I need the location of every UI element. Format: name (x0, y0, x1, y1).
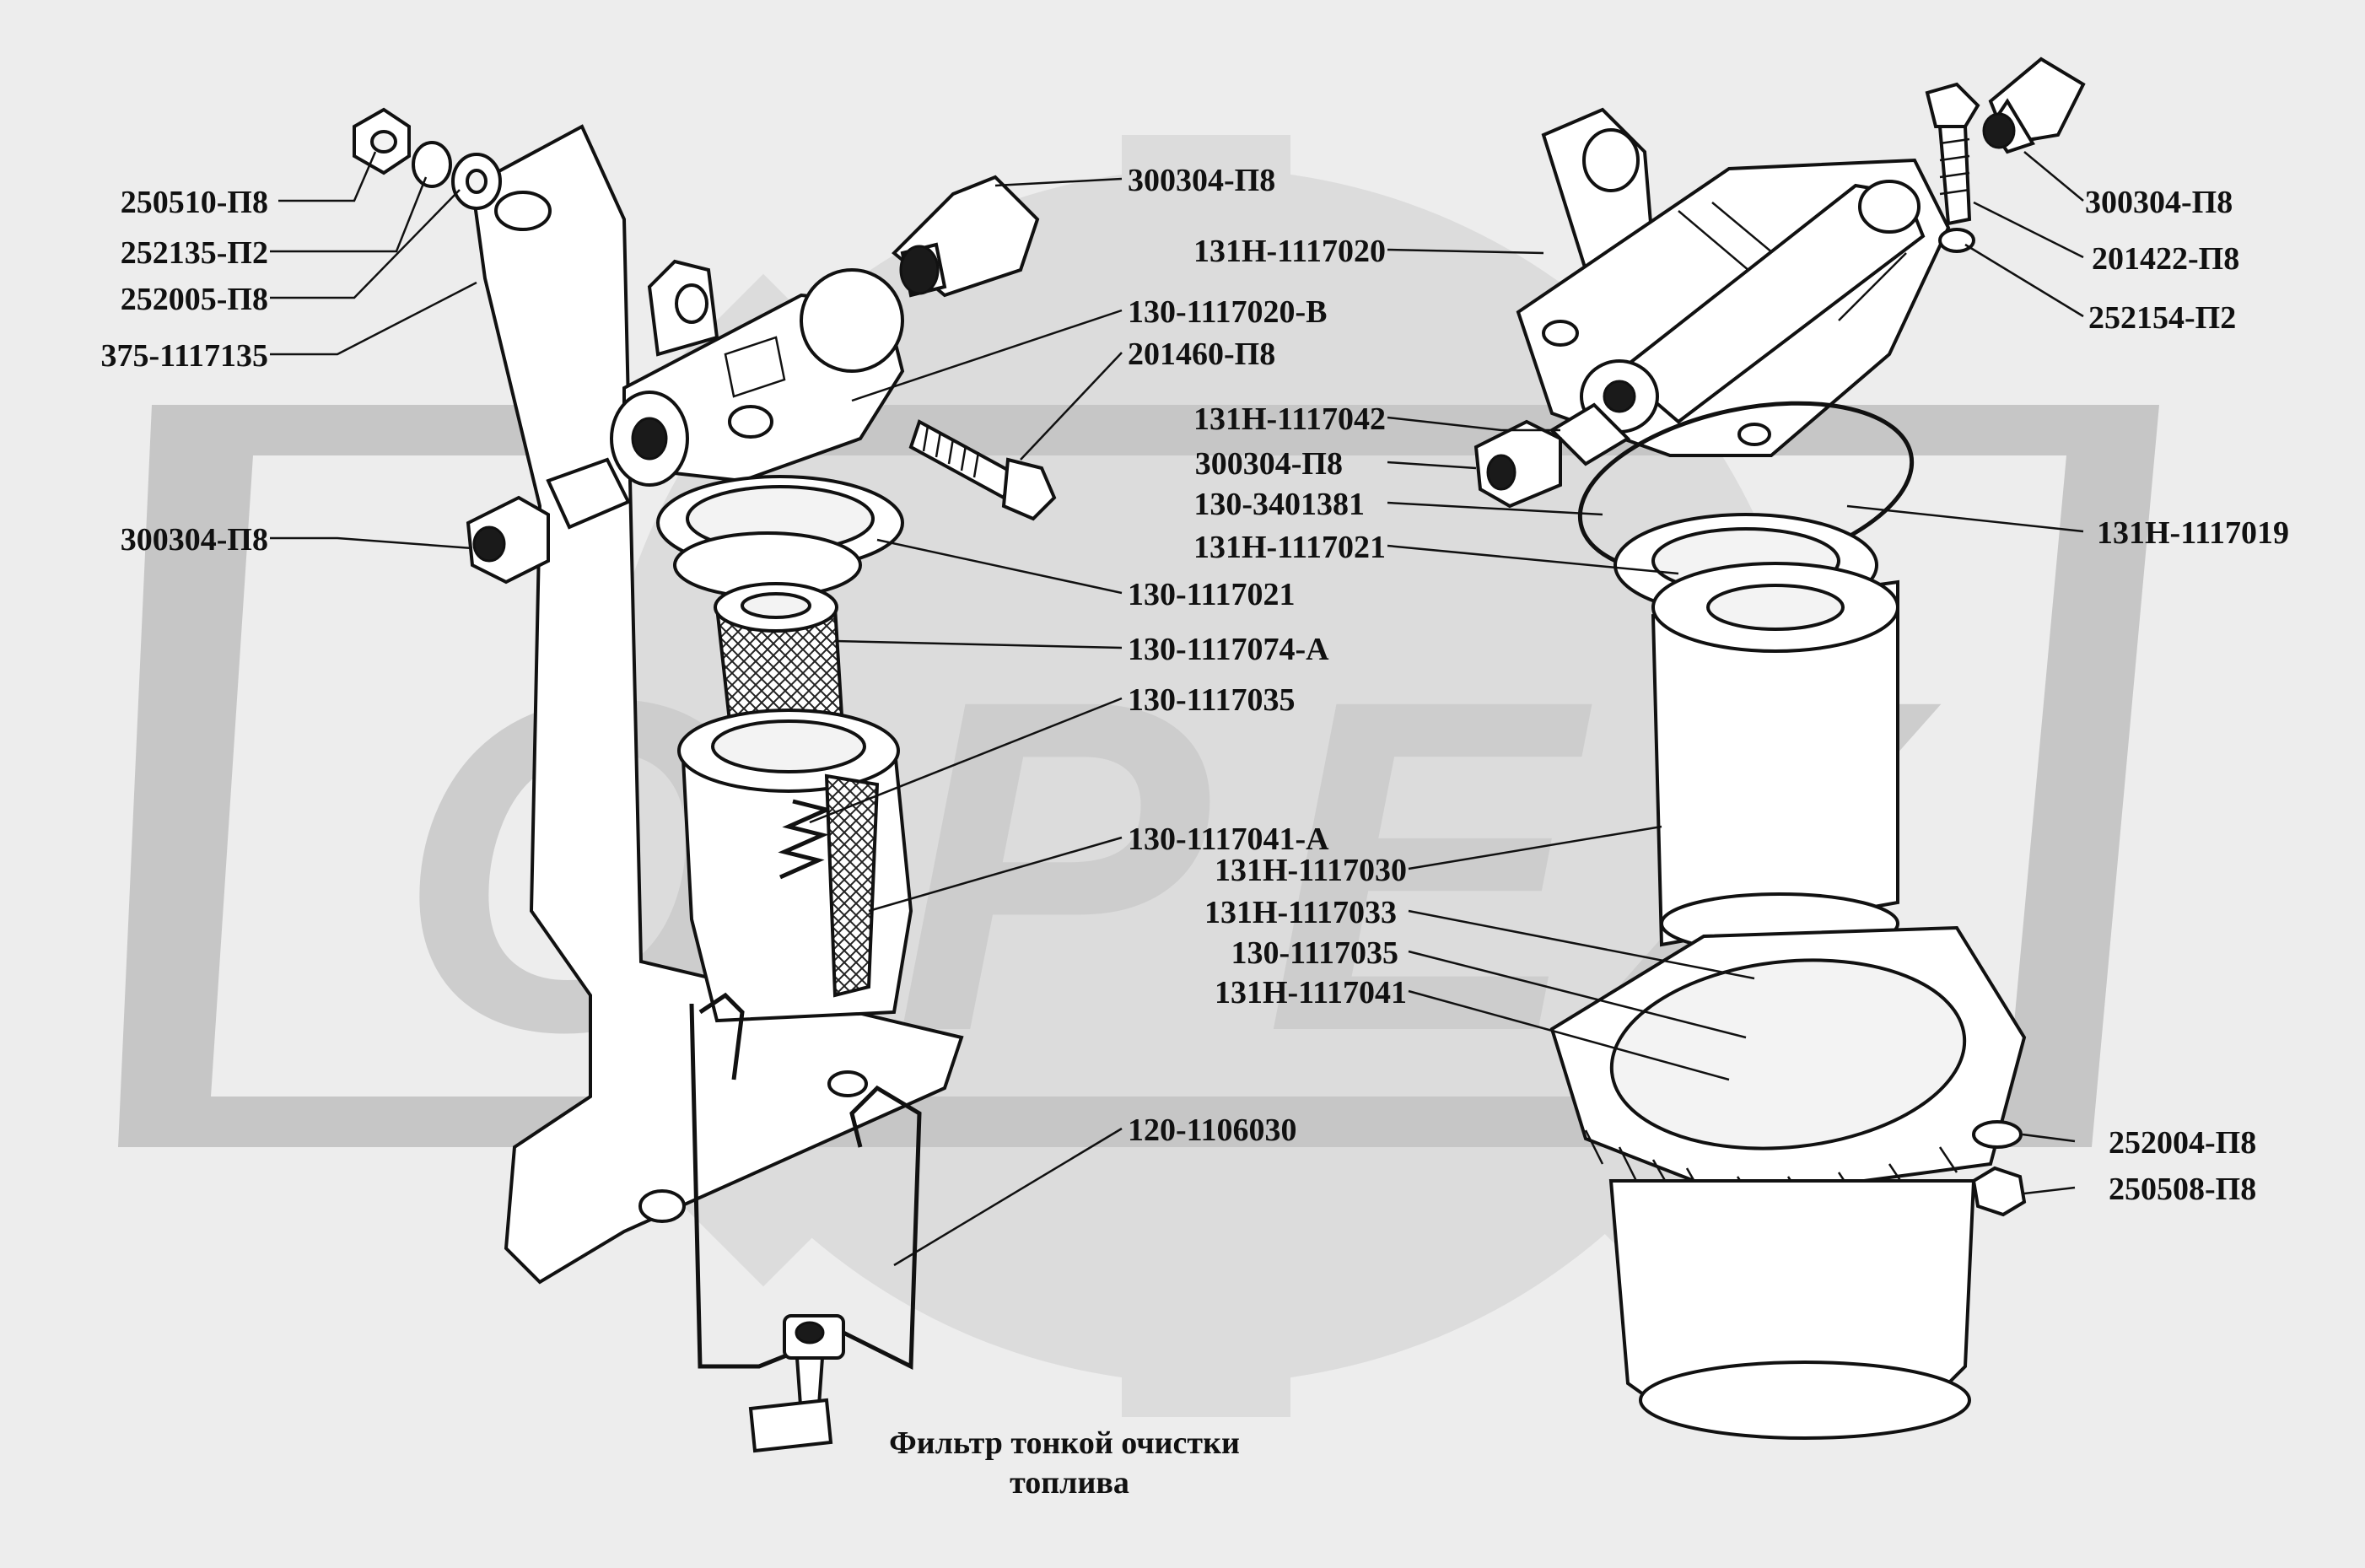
label-300304-p8-right: 300304-П8 (1195, 446, 1343, 482)
wire-clip-120-1106030 (689, 1003, 922, 1370)
label-300304-p8-left: 300304-П8 (121, 522, 268, 558)
label-201460-p8: 201460-П8 (1128, 337, 1275, 372)
drain-cock (748, 1314, 845, 1453)
label-300304-p8-center: 300304-П8 (1128, 163, 1275, 198)
fitting-300304-topright (1982, 57, 2086, 154)
fitting-300304-left (466, 457, 631, 585)
bracket-hole-bottom (638, 1189, 686, 1223)
base-131H-1117041 (1549, 925, 2027, 1440)
label-250510-p8: 250510-П8 (121, 185, 268, 220)
label-130-1117020-v: 130-1117020-В (1128, 294, 1327, 330)
label-300304-p8-farright: 300304-П8 (2085, 185, 2233, 220)
leader-lines (270, 151, 2084, 1267)
label-131h-1117042: 131Н-1117042 (1193, 401, 1386, 437)
fitting-300304-side (1473, 402, 1631, 509)
label-252135-p2: 252135-П2 (121, 235, 268, 271)
fitting-300304-top (892, 175, 1040, 298)
wire-clip-top (698, 992, 745, 1080)
washer-252135 (412, 141, 452, 188)
nut-hole (370, 130, 397, 154)
label-131h-1117033: 131Н-1117033 (1204, 895, 1397, 930)
label-131h-1117020: 131Н-1117020 (1193, 234, 1386, 269)
caption-line-1: Фильтр тонкой очистки (889, 1425, 1240, 1461)
label-201422-p8: 201422-П8 (2092, 241, 2239, 277)
bracket-hole-right (827, 1070, 868, 1097)
label-131h-1117030: 131Н-1117030 (1215, 853, 1407, 888)
label-250508-p8: 250508-П8 (2109, 1172, 2256, 1207)
label-252005-p8: 252005-П8 (121, 282, 268, 317)
diagram-caption: Фильтр тонкой очистки топлива (889, 1425, 1240, 1501)
nut-250508 (1971, 1166, 2027, 1217)
cartridge-top-hole (1706, 584, 1845, 631)
mounting-bracket (470, 124, 964, 1285)
label-252004-p8: 252004-П8 (2109, 1125, 2256, 1161)
bolt-201422 (1925, 82, 1980, 226)
callout-labels: 250510-П8 252135-П2 252005-П8 375-111713… (101, 163, 2290, 1207)
label-130-1117021: 130-1117021 (1128, 577, 1295, 612)
bolt-201460 (908, 419, 1057, 521)
label-130-3401381: 130-3401381 (1193, 487, 1365, 522)
label-131h-1117041: 131Н-1117041 (1215, 975, 1407, 1010)
filter-head-130-1117020 (610, 259, 905, 487)
left-filter-assembly (353, 107, 1057, 1453)
washer-252154 (1938, 228, 1975, 253)
filter-head-131H-1117020 (1516, 107, 1951, 457)
washer-hole (466, 169, 488, 194)
label-375-1117135: 375-1117135 (101, 338, 268, 374)
label-130-1117035-center: 130-1117035 (1128, 682, 1295, 718)
caption-line-2: топлива (1010, 1465, 1129, 1501)
bracket-hole-top (494, 191, 552, 231)
label-120-1106030: 120-1106030 (1128, 1113, 1297, 1148)
washer-252004 (1972, 1120, 2023, 1149)
mesh-130-1117041 (824, 773, 880, 998)
label-131h-1117021: 131Н-1117021 (1193, 530, 1386, 565)
right-filter-assembly (1473, 57, 2086, 1440)
label-130-1117074-a: 130-1117074-А (1128, 632, 1329, 667)
label-131h-1117019: 131Н-1117019 (2097, 515, 2289, 551)
label-252154-p2: 252154-П2 (2088, 300, 2236, 336)
filter-element-top-hole (741, 592, 811, 619)
label-130-1117041-a: 130-1117041-А (1128, 822, 1329, 857)
label-130-1117035-right: 130-1117035 (1231, 935, 1398, 971)
bowl-rim-inner (711, 719, 866, 773)
